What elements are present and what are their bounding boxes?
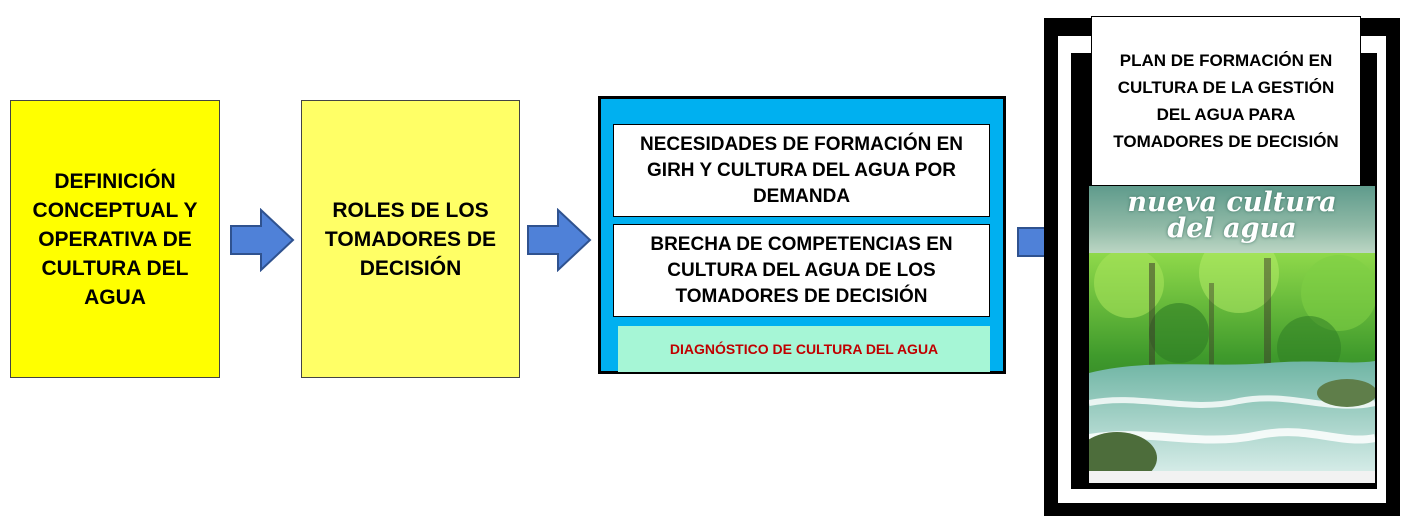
forest-river-image bbox=[1089, 253, 1375, 483]
box-plan-label: PLAN DE FORMACIÓN EN CULTURA DE LA GESTI… bbox=[1113, 51, 1339, 151]
box-brecha: BRECHA DE COMPETENCIAS EN CULTURA DEL AG… bbox=[613, 224, 990, 317]
box-diagnostico-group: NECESIDADES DE FORMACIÓN EN GIRH Y CULTU… bbox=[598, 96, 1006, 374]
box-definicion-label: DEFINICIÓN CONCEPTUAL Y OPERATIVA DE CUL… bbox=[32, 169, 198, 309]
box-diagnostico-label: DIAGNÓSTICO DE CULTURA DEL AGUA bbox=[669, 341, 939, 357]
box-roles: ROLES DE LOS TOMADORES DE DECISIÓN bbox=[301, 100, 520, 378]
cover-photo-sky bbox=[1089, 186, 1375, 253]
cover-title-line1: nueva cultura bbox=[1127, 187, 1337, 218]
box-diagnostico: DIAGNÓSTICO DE CULTURA DEL AGUA bbox=[618, 326, 990, 372]
box-necesidades-label: NECESIDADES DE FORMACIÓN EN GIRH Y CULTU… bbox=[639, 133, 964, 207]
box-necesidades: NECESIDADES DE FORMACIÓN EN GIRH Y CULTU… bbox=[613, 124, 990, 217]
arrow-right-icon bbox=[230, 208, 295, 272]
cover-title-line2: del agua bbox=[1167, 213, 1297, 244]
arrow-right-icon bbox=[527, 208, 592, 272]
box-plan-formacion: PLAN DE FORMACIÓN EN CULTURA DE LA GESTI… bbox=[1091, 16, 1361, 186]
cover-photo: nueva cultura del agua bbox=[1089, 186, 1375, 483]
box-definicion-conceptual: DEFINICIÓN CONCEPTUAL Y OPERATIVA DE CUL… bbox=[10, 100, 220, 378]
cover-photo-title: nueva cultura del agua bbox=[1089, 187, 1375, 244]
box-roles-label: ROLES DE LOS TOMADORES DE DECISIÓN bbox=[324, 198, 497, 280]
box-brecha-label: BRECHA DE COMPETENCIAS EN CULTURA DEL AG… bbox=[650, 233, 953, 307]
